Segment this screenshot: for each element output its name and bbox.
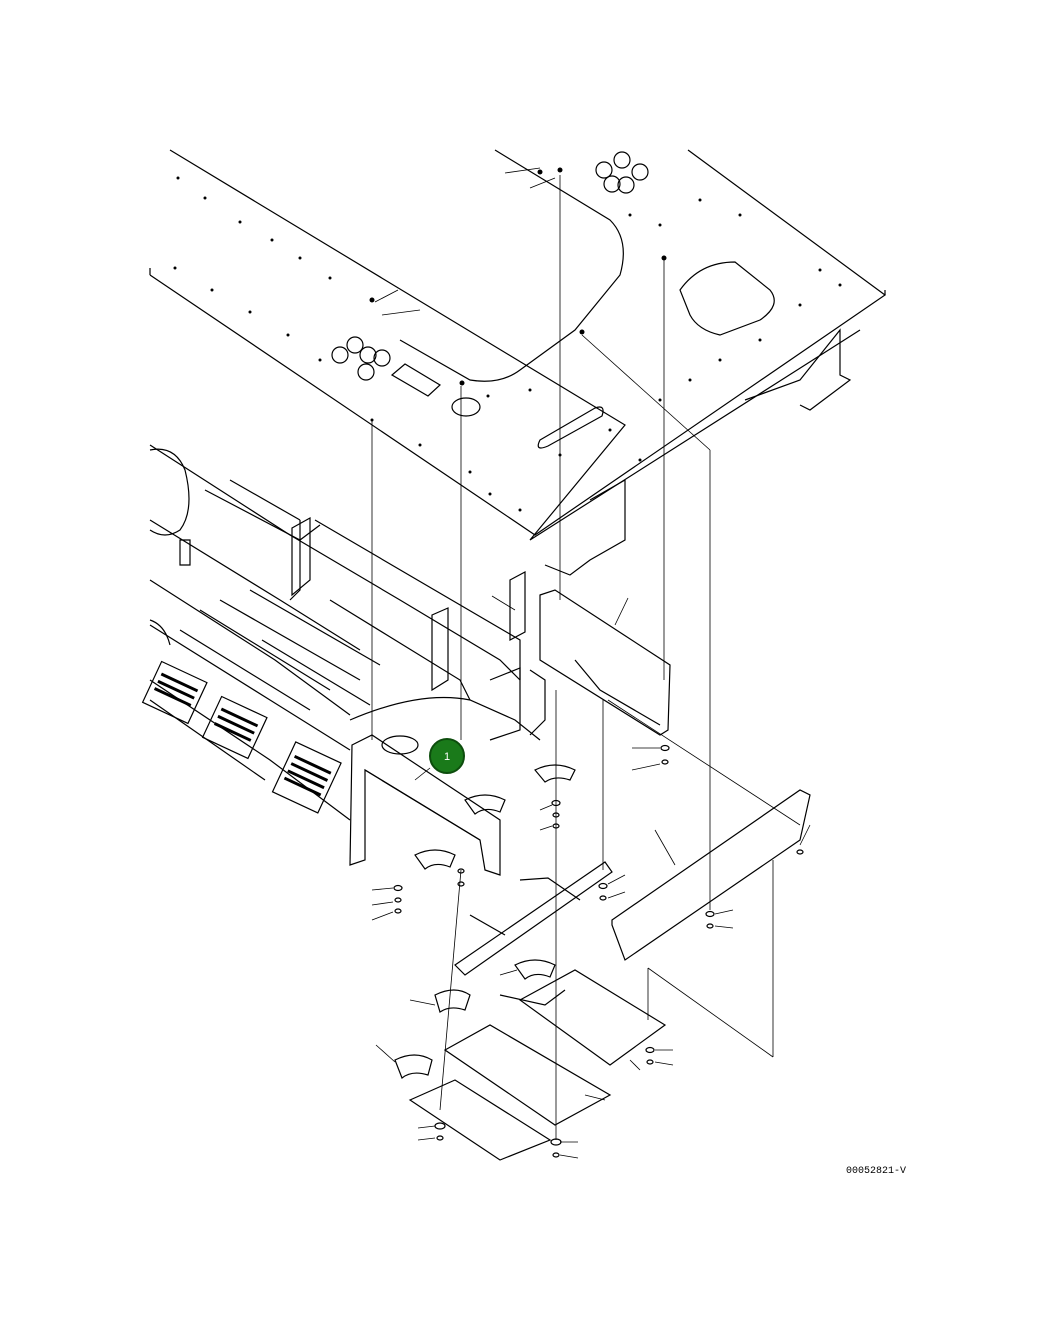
cross-member-bracket xyxy=(349,734,501,876)
side-plate-long xyxy=(611,789,811,961)
callout-1-marker[interactable] xyxy=(429,738,465,774)
clips xyxy=(394,764,576,1079)
right-upper-cover xyxy=(491,571,671,736)
grille-hatch xyxy=(153,672,332,797)
assembly-lines xyxy=(371,175,801,1140)
callout-1[interactable]: 1 xyxy=(429,738,465,774)
main-frame xyxy=(141,444,546,821)
fasteners xyxy=(393,744,804,1158)
callout-1-label: 1 xyxy=(444,751,450,763)
middle-bar xyxy=(454,861,613,976)
upper-floor-plate xyxy=(149,149,887,576)
plate-holes xyxy=(173,167,842,512)
floor-panels xyxy=(408,969,667,1161)
leader-lines xyxy=(371,167,811,1159)
drawing-number: 00052821-V xyxy=(846,1166,907,1177)
